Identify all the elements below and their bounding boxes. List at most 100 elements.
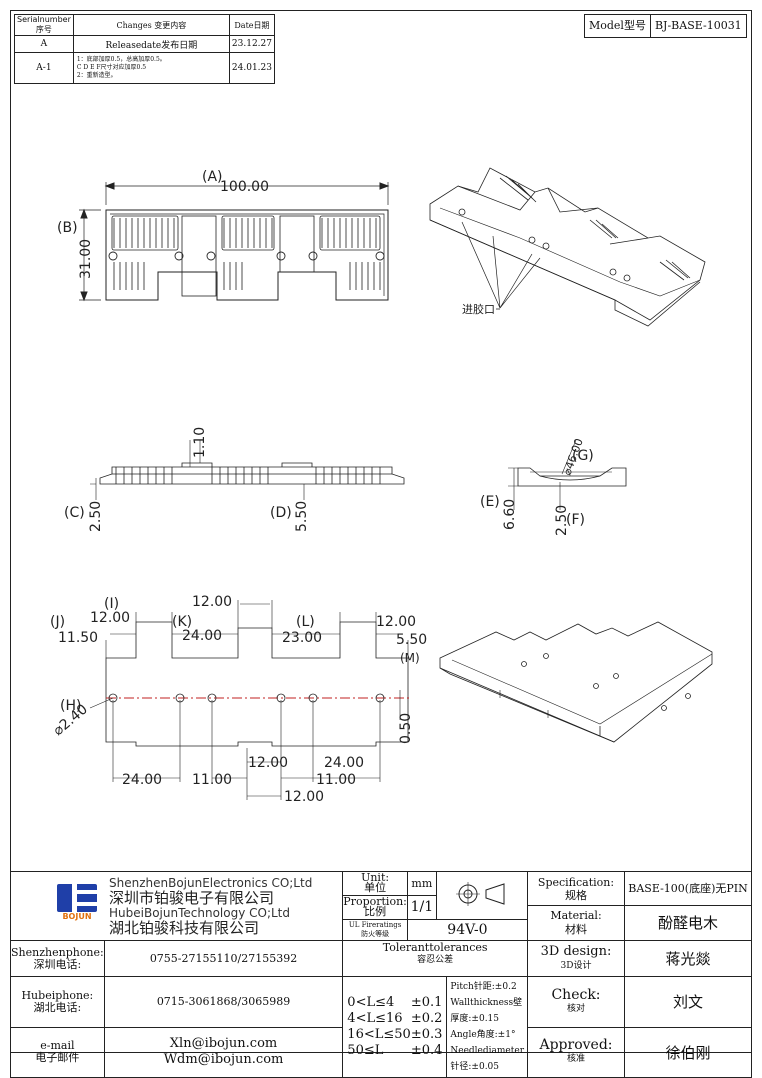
dim-I-value: 12.00 — [90, 610, 130, 626]
dim-E-label: (E) — [480, 494, 500, 510]
dim-A-value: 100.00 — [220, 179, 269, 195]
spec-value-cell: BASE-100(底座)无PIN 酚醛电木 — [624, 871, 752, 941]
company-en-2: HubeiBojunTechnology CO;Ltd — [109, 906, 290, 920]
hb-phone-label: Hubeiphone: — [21, 988, 94, 1002]
tol-row: 4<L≤16±0.2 — [347, 1011, 443, 1026]
dim-L-label: (L) — [296, 614, 315, 630]
design-value: 蒋光燚 — [624, 940, 752, 977]
tol-note: Angle角度:±1° — [450, 1030, 516, 1040]
dim-G-label: (G) — [572, 448, 594, 464]
hb-phone-zh: 湖北电话: — [33, 1000, 82, 1014]
tol-row: 0<L≤4±0.1 — [347, 995, 443, 1010]
dim-A-label: (A) — [202, 169, 223, 185]
check-zh: 核对 — [566, 1003, 585, 1014]
fire-value: 94V-0 — [447, 921, 488, 938]
email-2[interactable]: Wdm@ibojun.com — [163, 1052, 284, 1068]
check-value: 刘文 — [624, 976, 752, 1028]
material-zh: 材料 — [565, 922, 587, 936]
gate-label: 进胶口 — [462, 302, 495, 316]
rev-change-notes: 1：底部加厚0.5，总高加厚0.5。 C D E F尺寸对应加厚0.5 2：重新… — [72, 52, 230, 84]
sz-phone-zh: 深圳电话: — [33, 957, 82, 971]
logo-mark — [57, 884, 97, 912]
dim-I-label: (I) — [104, 596, 119, 612]
tolerance-cell: 0<L≤4±0.1 4<L≤16±0.2 16<L≤50±0.3 50≤L±0.… — [342, 976, 528, 1078]
dim-F-label: (F) — [566, 512, 585, 528]
logo-text: BOJUN — [62, 912, 92, 921]
dim-B-value: 31.00 — [78, 239, 94, 279]
dim-side-height: 1.10 — [192, 427, 208, 458]
first-angle-projection-icon — [455, 881, 505, 906]
spec-label-cell: Specification: 规格 Material: 材料 — [527, 871, 625, 941]
design-label: 3D design: — [540, 943, 612, 959]
dim-right-12: 12.00 — [376, 614, 416, 630]
tol-note: Pitch针距:±0.2 — [450, 982, 517, 992]
dim-C-value: 2.50 — [88, 501, 104, 532]
bottom-view — [89, 600, 412, 800]
tol-note: Needlediameter针径:±0.05 — [450, 1046, 524, 1072]
dim-top-12: 12.00 — [192, 594, 232, 610]
tol-zh: 容忍公差 — [417, 955, 454, 965]
email-label: e-mail — [40, 1039, 75, 1053]
iso-view-top — [429, 167, 706, 327]
rev-note: C D E F尺寸对应加厚0.5 — [76, 64, 147, 71]
dim-bottom-24b: 24.00 — [324, 755, 364, 771]
tol-row: 16<L≤50±0.3 — [347, 1027, 443, 1042]
model-value: BJ-BASE-10031 — [649, 15, 746, 37]
model-label: Model型号 — [589, 19, 646, 32]
spec-zh: 规格 — [565, 888, 587, 902]
spec-value: BASE-100(底座)无PIN — [625, 872, 751, 906]
spec-label: Specification: — [537, 875, 615, 889]
approved-value: 徐伯刚 — [624, 1026, 752, 1078]
unit-value: mm — [407, 872, 437, 896]
dim-bottom-12a: 12.00 — [248, 755, 288, 771]
unit-zh: 单位 — [364, 881, 387, 895]
revision-table: Serialnumber序号 Changes 变更内容 Date日期 A Rel… — [14, 14, 276, 84]
side-view — [508, 439, 627, 510]
dim-bottom-11b: 11.00 — [316, 772, 356, 788]
dim-D-value: 5.50 — [294, 501, 310, 532]
dim-L-value: 23.00 — [282, 630, 322, 646]
bojun-logo: BOJUN — [57, 884, 97, 928]
check-label: Check: — [551, 986, 601, 1003]
email-zh: 电子邮件 — [35, 1051, 80, 1065]
dim-J-label: (J) — [50, 614, 65, 630]
company-cell: BOJUN ShenzhenBojunElectronics CO;Ltd 深圳… — [9, 871, 344, 941]
dim-J-value: 11.50 — [58, 630, 98, 646]
dim-M-value: 5.50 — [396, 632, 427, 648]
proportion-value: 1/1 — [407, 895, 437, 920]
top-view — [79, 182, 390, 302]
front-view — [90, 440, 405, 500]
model-box: Model型号 BJ-BASE-10031 — [584, 14, 747, 38]
approved-label: Approved: — [539, 1037, 613, 1054]
company-zh-2: 湖北铂骏科技有限公司 — [109, 919, 260, 937]
rev-note: 1：底部加厚0.5，总高加厚0.5。 — [76, 56, 166, 63]
proportion-label: Proportion: — [343, 895, 407, 909]
fire-zh: 防火等级 — [361, 929, 390, 938]
dim-K-label: (K) — [172, 614, 192, 630]
dim-F-value: 2.50 — [554, 505, 570, 536]
unit-block: Unit: 单位 mm Propor — [342, 871, 528, 941]
fire-label: UL Fireratings — [348, 920, 402, 929]
title-block: BOJUN ShenzhenBojunElectronics CO;Ltd 深圳… — [9, 871, 752, 1078]
rev-serial: A-1 — [14, 52, 74, 84]
dim-B-label: (B) — [57, 220, 78, 236]
tol-row: 50≤L±0.4 — [347, 1043, 443, 1058]
dim-bottom-24a: 24.00 — [122, 772, 162, 788]
design-zh: 3D设计 — [560, 960, 592, 971]
dim-E-value: 6.60 — [502, 499, 518, 530]
material-label: Material: — [550, 908, 602, 922]
company-en-1: ShenzhenBojunElectronics CO;Ltd — [109, 876, 313, 890]
unit-label: Unit: — [361, 871, 390, 885]
tol-note: Wallthickness壁厚度:±0.15 — [450, 998, 523, 1024]
projection-symbol — [436, 872, 527, 920]
dim-C-label: (C) — [64, 505, 85, 521]
approved-zh: 核准 — [566, 1054, 585, 1065]
email-1[interactable]: Xln@ibojun.com — [169, 1036, 278, 1052]
dim-bottom-11a: 11.00 — [192, 772, 232, 788]
hb-phone: 0715-3061868/3065989 — [103, 976, 344, 1028]
dim-K-value: 24.00 — [182, 628, 222, 644]
dim-bottom-12b: 12.00 — [284, 789, 324, 805]
dim-H-label: (H) — [60, 698, 81, 714]
proportion-zh: 比例 — [364, 905, 387, 919]
